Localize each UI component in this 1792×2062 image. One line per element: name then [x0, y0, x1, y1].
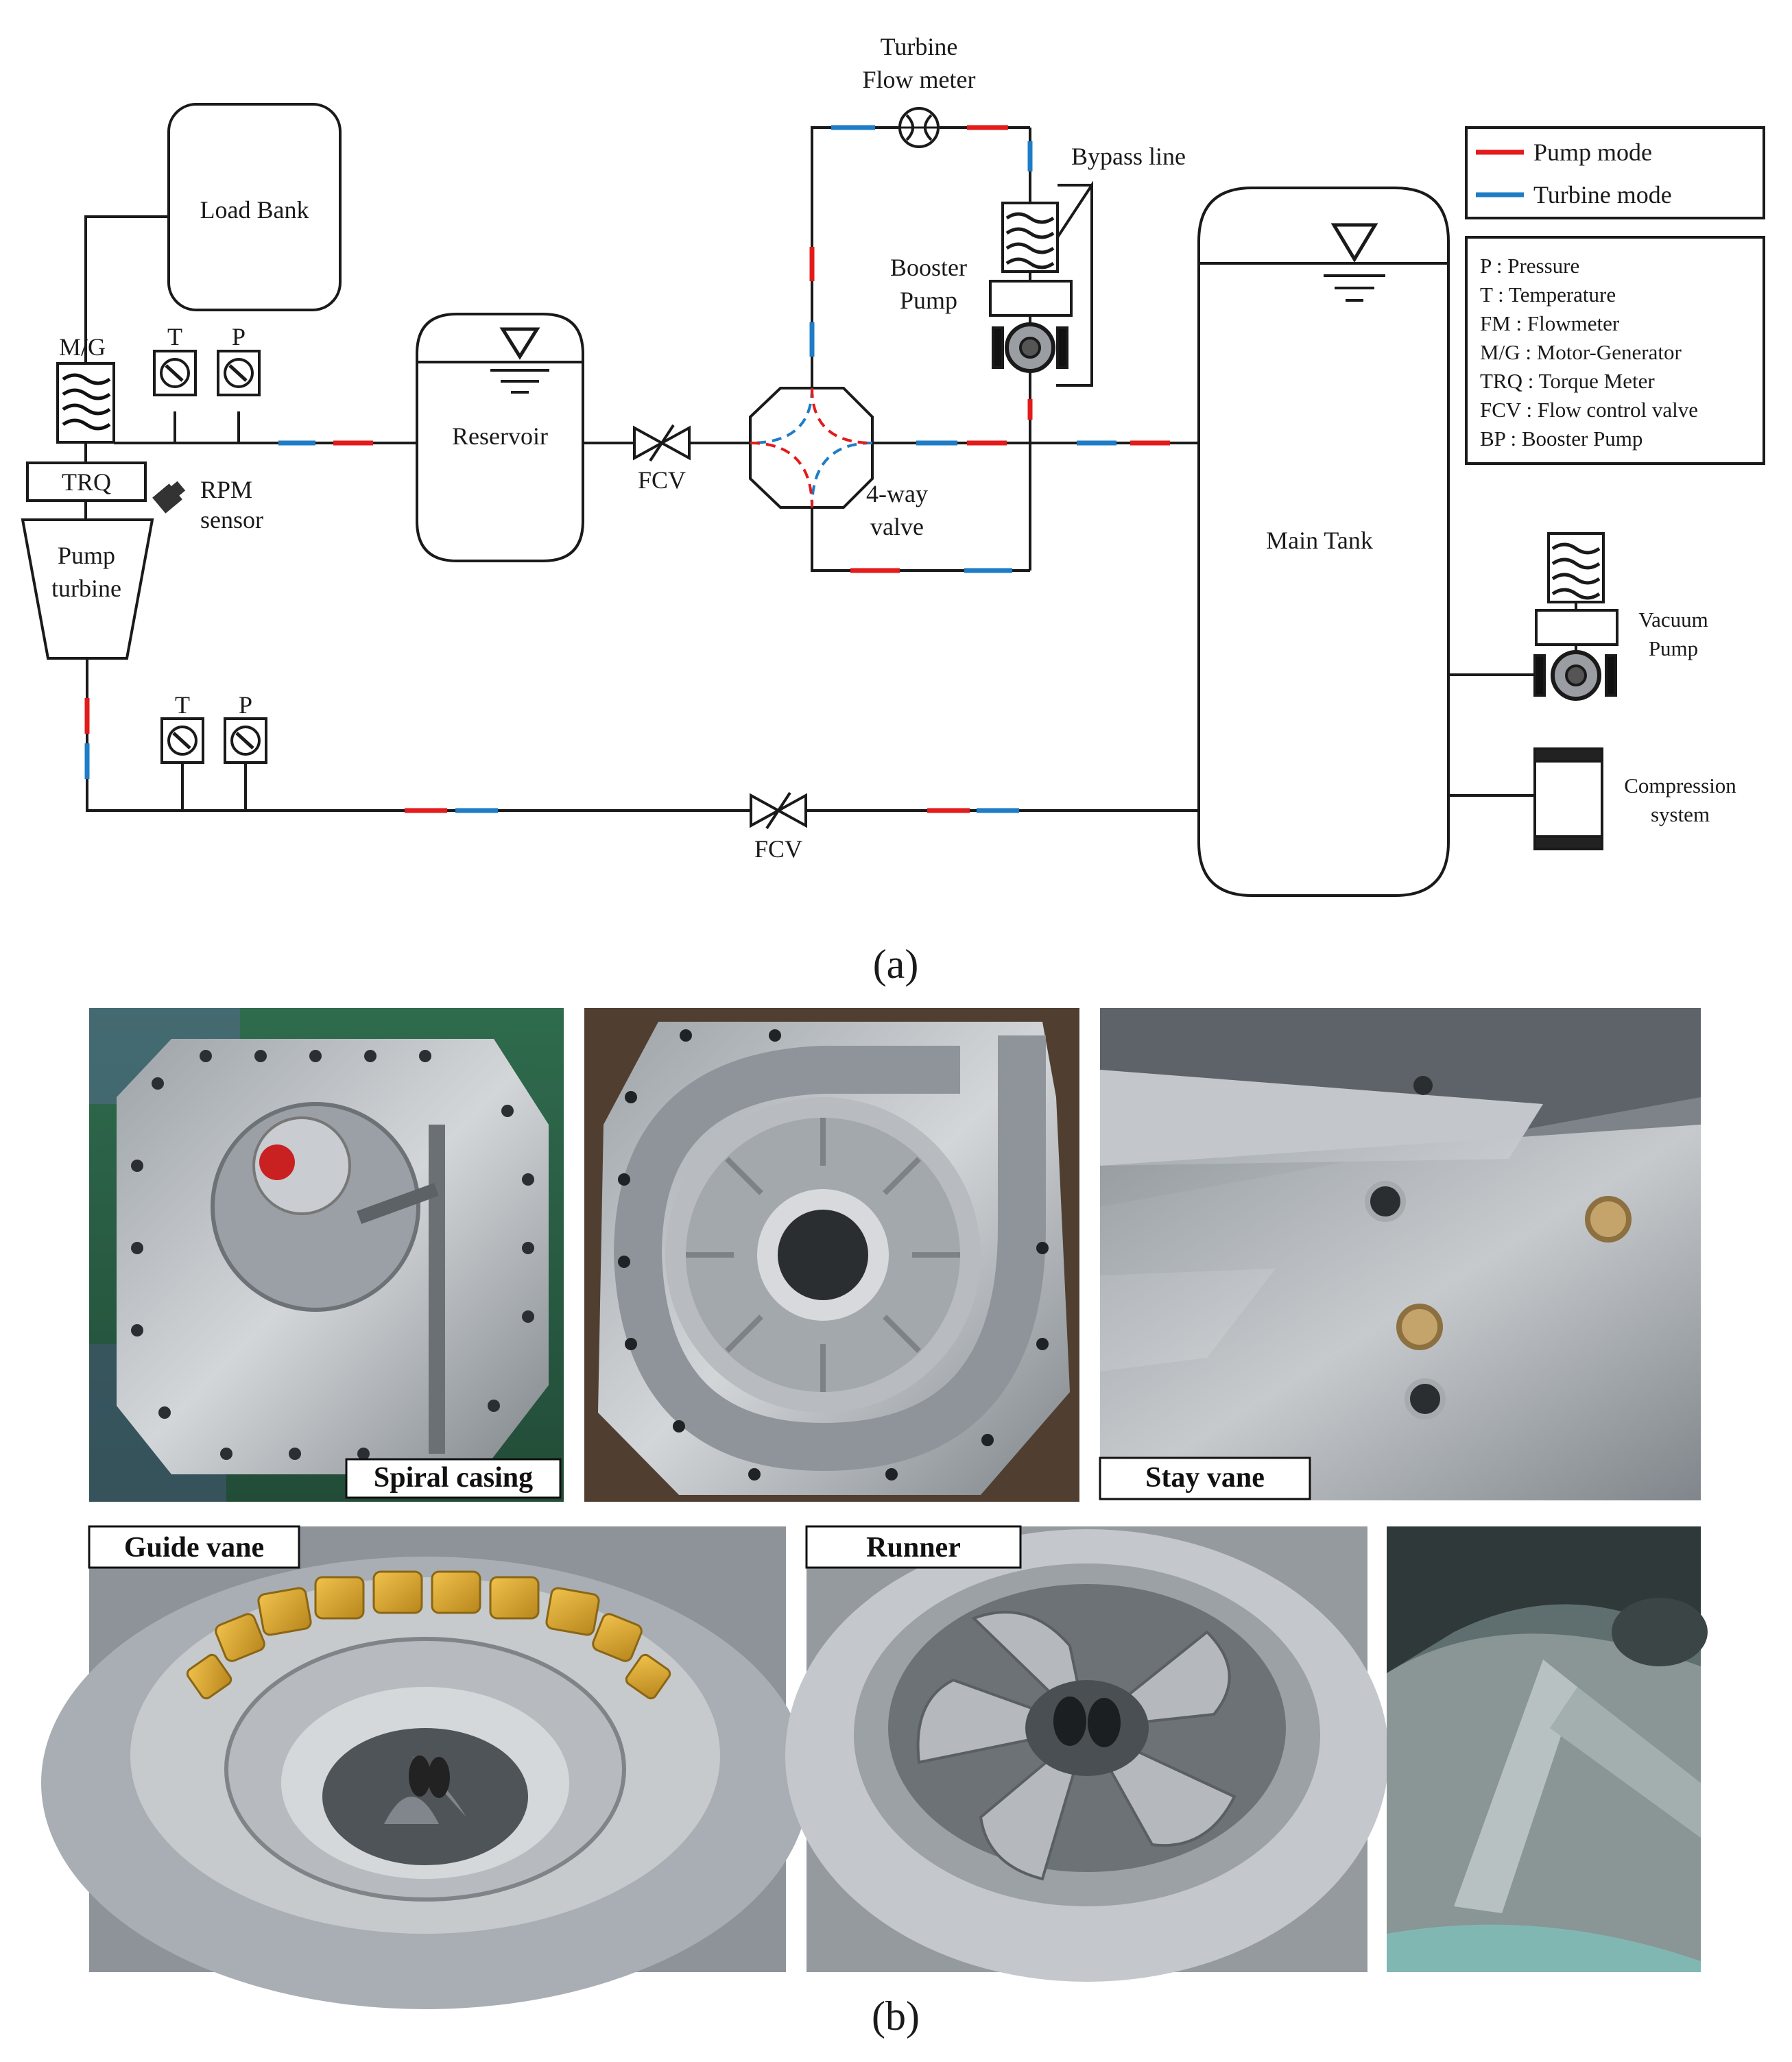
torque-meter-label: TRQ [62, 468, 111, 496]
reservoir-tank [416, 313, 584, 562]
stay-vane-label: Stay vane [1145, 1462, 1265, 1494]
pump-turbine-label: Pump [58, 542, 115, 569]
temperature-gauge-bottom [160, 717, 204, 764]
abbreviation-item: FCV : Flow control valve [1480, 398, 1698, 422]
photo-runner: Runner [785, 1525, 1389, 1982]
vacuum-pump-casing-icon [1533, 650, 1617, 701]
four-way-valve-label: valve [870, 513, 924, 540]
runner-label: Runner [866, 1532, 961, 1563]
load-bank-wire [84, 215, 169, 362]
legend-pump-mode-label: Pump mode [1533, 139, 1652, 166]
main-tank-label: Main Tank [1266, 527, 1373, 554]
turbine-flow-meter-icon [898, 107, 940, 148]
pressure-label-top: P [232, 323, 246, 350]
photo-spiral-casing-inner [584, 1008, 1079, 1502]
rpm-sensor-label: sensor [200, 506, 263, 534]
temperature-label-top: T [167, 323, 182, 350]
booster-pump-label: Pump [900, 287, 957, 314]
four-way-valve [749, 387, 874, 509]
vacuum-pump-label: Pump [1649, 636, 1698, 660]
reservoir-water-level-icon [490, 327, 549, 394]
abbreviation-item: T : Temperature [1480, 283, 1616, 307]
caption-a: (a) [873, 942, 919, 987]
abbreviation-item: TRQ : Torque Meter [1480, 369, 1655, 393]
rpm-sensor-icon [152, 481, 186, 514]
motor-generator-coil-icon [62, 373, 111, 431]
vacuum-pump-coupling [1535, 609, 1618, 646]
pump-turbine-label: turbine [51, 575, 121, 602]
compression-system-label: Compression [1624, 774, 1736, 798]
flow-control-valve-label-bottom: FCV [754, 835, 802, 863]
booster-pump-coupling [989, 280, 1073, 317]
pressure-label-bottom: P [239, 691, 252, 719]
flow-arrows [84, 125, 1525, 813]
photo-spiral-casing: Spiral casing [89, 1008, 564, 1502]
abbreviation-item: FM : Flowmeter [1480, 311, 1620, 335]
mode-legend-box [1465, 126, 1765, 219]
abbreviation-item: BP : Booster Pump [1480, 427, 1642, 451]
photo-runner-closeup [1387, 1526, 1708, 1972]
booster-pump-casing-icon [992, 322, 1068, 373]
flow-control-valve-label-top: FCV [638, 466, 686, 494]
diagram-labels: Load Bank M/G TRQ T P RPM sensor Pump tu… [51, 33, 1736, 987]
pressure-gauge-bottom [224, 717, 267, 764]
booster-pump-coil-icon [1005, 212, 1055, 269]
caption-b: (b) [872, 1993, 920, 2039]
schematic-diagram [21, 103, 1765, 897]
guide-vane-label: Guide vane [124, 1532, 264, 1563]
vacuum-pump-label: Vacuum [1638, 608, 1708, 632]
load-bank-label: Load Bank [200, 196, 309, 224]
abbreviation-legend-box [1465, 236, 1765, 465]
compression-system-label: system [1651, 802, 1710, 826]
abbreviation-item: P : Pressure [1480, 254, 1579, 278]
bypass-line [1056, 180, 1093, 387]
abbreviation-item: M/G : Motor-Generator [1480, 340, 1682, 364]
motor-generator-box [56, 362, 115, 444]
four-way-valve-label: 4-way [866, 480, 928, 507]
four-way-valve-internal-paths [750, 387, 873, 508]
flow-meter-label: Turbine [881, 33, 958, 60]
temperature-label-bottom: T [175, 691, 190, 719]
flow-meter-label: Flow meter [863, 66, 976, 93]
reservoir-label: Reservoir [452, 422, 548, 450]
booster-pump-label: Booster [890, 254, 967, 281]
spiral-casing-label: Spiral casing [374, 1462, 533, 1494]
motor-generator-label: M/G [59, 333, 106, 361]
flow-control-valve-bottom [750, 791, 807, 830]
rpm-sensor-label: RPM [200, 476, 252, 503]
main-tank [1197, 187, 1450, 897]
main-tank-water-level-icon [1324, 223, 1385, 302]
load-bank-box [167, 103, 342, 311]
photo-guide-vane: Guide vane [41, 1525, 809, 2009]
pump-turbine-body [21, 518, 154, 660]
photo-panels: Spiral casing [41, 1008, 1708, 2039]
pressure-gauge-top [217, 350, 261, 396]
vacuum-pump-coil-icon [1551, 542, 1601, 600]
bypass-line-label: Bypass line [1071, 143, 1186, 170]
compression-system-box [1533, 747, 1603, 850]
flow-control-valve-top [633, 424, 691, 462]
temperature-gauge-top [153, 350, 197, 396]
legend-turbine-mode-label: Turbine mode [1533, 181, 1672, 208]
pipe-bottom [86, 658, 751, 812]
photo-stay-vane: Stay vane [1099, 1008, 1701, 1500]
